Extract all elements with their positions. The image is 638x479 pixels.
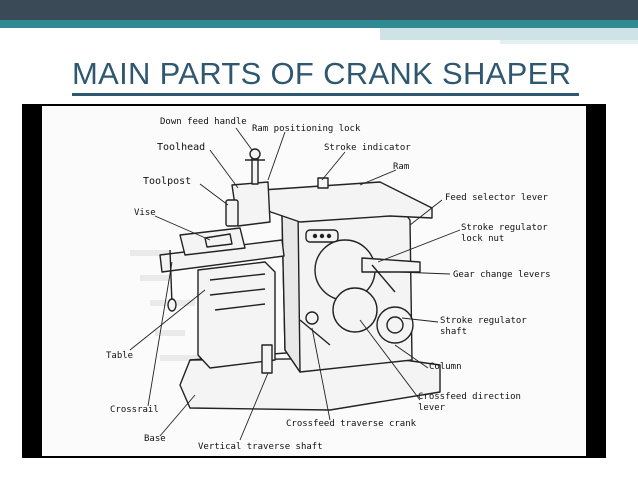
toolpost-shape bbox=[225, 199, 239, 227]
ram-shape bbox=[261, 181, 433, 223]
label-stroke-regulator-shaft-2: shaft bbox=[440, 327, 467, 337]
header-band-light bbox=[380, 28, 638, 40]
label-toolpost: Toolpost bbox=[143, 176, 191, 187]
label-vertical-traverse-shaft: Vertical traverse shaft bbox=[198, 442, 323, 452]
label-crossfeed-traverse-crank: Crossfeed traverse crank bbox=[286, 419, 417, 429]
header-band-dark bbox=[0, 0, 638, 20]
label-stroke-regulator-shaft-1: Stroke regulator bbox=[440, 316, 527, 326]
label-ram-positioning-lock: Ram positioning lock bbox=[252, 124, 361, 134]
label-toolhead: Toolhead bbox=[157, 142, 205, 153]
label-column: Column bbox=[429, 362, 462, 372]
header-band-teal bbox=[0, 20, 638, 28]
label-crossrail: Crossrail bbox=[110, 405, 159, 415]
label-stroke-indicator: Stroke indicator bbox=[324, 143, 411, 153]
table-shape bbox=[197, 261, 276, 369]
header-band-lighter bbox=[500, 40, 638, 44]
label-down-feed-handle: Down feed handle bbox=[160, 117, 247, 127]
title-underline bbox=[72, 93, 579, 96]
label-table: Table bbox=[106, 351, 133, 361]
label-feed-selector-lever: Feed selector lever bbox=[445, 193, 549, 203]
label-stroke-regulator-lock-nut-2: lock nut bbox=[461, 234, 504, 244]
label-ram: Ram bbox=[393, 162, 409, 172]
label-crossfeed-direction-lever-1: Crossfeed direction bbox=[418, 392, 521, 402]
label-vise: Vise bbox=[134, 208, 156, 218]
column-front bbox=[281, 209, 301, 373]
slide-title: MAIN PARTS OF CRANK SHAPER bbox=[72, 56, 572, 91]
label-stroke-regulator-lock-nut-1: Stroke regulator bbox=[461, 223, 548, 233]
label-gear-change-levers: Gear change levers bbox=[453, 270, 551, 280]
label-base: Base bbox=[144, 434, 166, 444]
label-crossfeed-direction-lever-2: lever bbox=[418, 403, 446, 413]
